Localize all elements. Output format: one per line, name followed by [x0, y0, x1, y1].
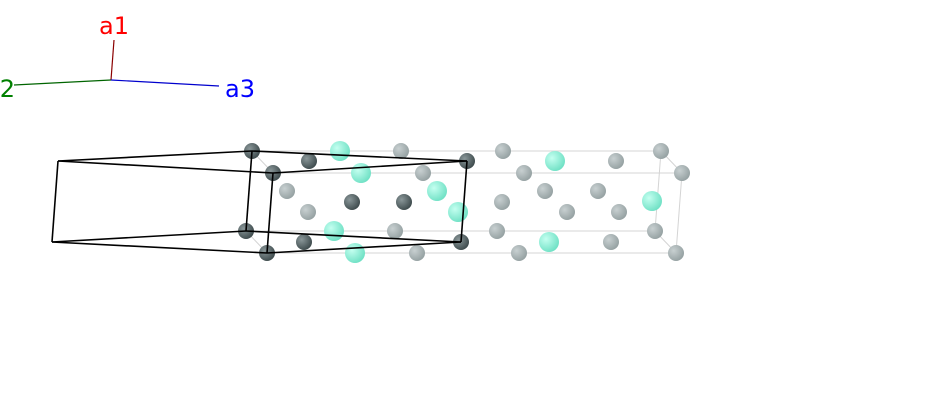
teal-atom — [539, 232, 559, 252]
unit-cell-edge — [51, 160, 59, 243]
teal-atom — [330, 141, 350, 161]
grey-atom — [653, 143, 669, 159]
teal-atom — [448, 202, 468, 222]
teal-atom — [324, 221, 344, 241]
a2-axis-label: a2 — [0, 75, 15, 103]
grey-atom — [559, 204, 575, 220]
grey-atom — [603, 234, 619, 250]
unit-cell-edge — [51, 241, 268, 254]
unit-cell-edge — [266, 172, 274, 254]
grey-atom — [279, 183, 295, 199]
unit-cell-edge — [57, 160, 274, 174]
grey-atom — [494, 194, 510, 210]
a1-axis-label: a1 — [99, 12, 129, 40]
unit-cell-edge — [57, 150, 253, 162]
grey-atom — [608, 153, 624, 169]
teal-atom — [345, 243, 365, 263]
a3-axis-label: a3 — [225, 75, 255, 103]
dark-atom — [296, 234, 312, 250]
grey-atom — [590, 183, 606, 199]
supercell-outline — [245, 150, 683, 254]
teal-atom — [351, 163, 371, 183]
dark-atom — [301, 153, 317, 169]
grey-atom — [489, 223, 505, 239]
grey-atom — [668, 245, 684, 261]
unit-cell-edge — [51, 230, 247, 243]
unit-cell-edge — [251, 150, 468, 162]
grey-atom — [415, 165, 431, 181]
grey-atom — [387, 223, 403, 239]
a2-axis-line — [13, 79, 112, 86]
unit-cell-edge — [460, 160, 468, 243]
axis-triad: a1 a2 a3 — [0, 12, 255, 103]
teal-atom — [642, 191, 662, 211]
grey-atom — [393, 143, 409, 159]
supercell-edge — [654, 150, 662, 232]
unit-cell-edge — [266, 241, 462, 254]
unit-cell-edge — [272, 160, 468, 174]
grey-atom — [300, 204, 316, 220]
unit-cell-outline — [51, 150, 468, 254]
grey-atom — [674, 165, 690, 181]
grey-atom — [537, 183, 553, 199]
grey-atom — [511, 245, 527, 261]
teal-atom — [545, 151, 565, 171]
unit-cell-edge — [245, 230, 462, 243]
grey-atom — [647, 223, 663, 239]
dark-atom — [396, 194, 412, 210]
grey-atom — [611, 204, 627, 220]
supercell-edge — [675, 172, 683, 254]
a1-axis-line — [110, 39, 115, 81]
a3-axis-line — [110, 79, 220, 87]
grey-atom — [409, 245, 425, 261]
unit-cell-edge — [245, 150, 253, 232]
teal-atom — [427, 181, 447, 201]
grey-atom — [516, 165, 532, 181]
dark-atom — [344, 194, 360, 210]
grey-atom — [495, 143, 511, 159]
